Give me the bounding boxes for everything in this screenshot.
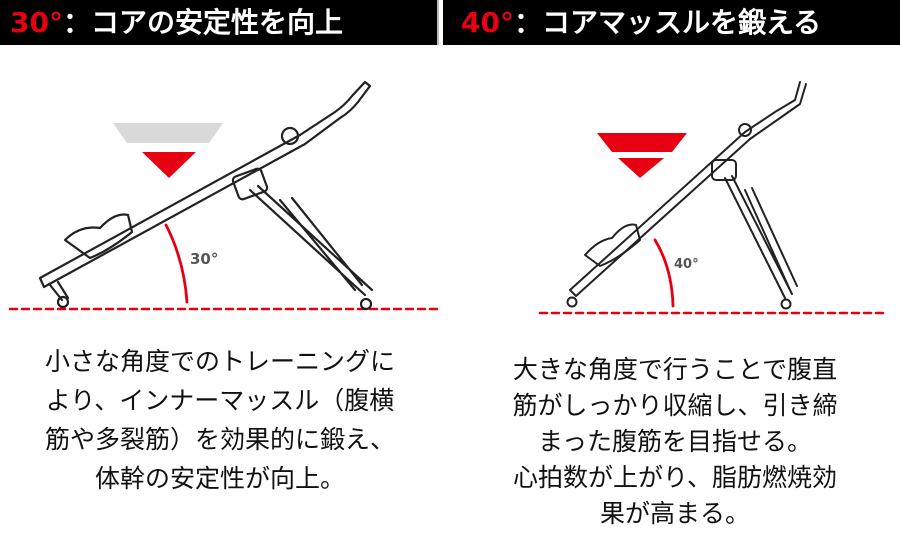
angle-label-40: 40° [674,257,699,272]
description-line: 筋がしっかり収縮し、引き締 [512,391,838,420]
knee-pad [63,213,134,260]
level-indicator-active [142,152,196,178]
description-line: まった腹筋を目指せる。 [537,427,812,456]
diagram-30 [8,80,439,311]
header-30-degree: 30°：コアの安定性を向上 [0,0,437,45]
header-divider [437,0,443,45]
description-line: 筋や多裂筋）を効果的に鍛え、 [44,425,395,454]
level-indicator-active [618,158,664,178]
rail [569,131,751,297]
angle-arc [164,223,189,304]
description-line: 心拍数が上がり、脂肪燃焼効 [512,463,837,492]
header-40-text: ：コアマッスルを鍛える [513,6,822,39]
wheel [359,297,373,311]
angle-40: 40° [461,6,514,39]
wheel [56,295,70,309]
level-indicator-active-top [597,133,687,152]
description-line: 大きな角度で行うことで腹直 [512,355,838,384]
handle [744,81,807,140]
angle-30: 30° [10,6,63,39]
description-line: 体幹の安定性が向上。 [94,464,345,493]
legs [724,175,798,299]
angle-arc [653,238,675,308]
description-40: 大きな角度で行うことで腹直 筋がしっかり収縮し、引き締 まった腹筋を目指せる。 … [450,352,900,532]
wheel [780,298,792,310]
level-indicator-inactive [113,123,223,143]
header-40-degree: 40°：コアマッスルを鍛える [443,0,900,45]
header-30-text: ：コアの安定性を向上 [62,6,343,39]
diagram-40 [538,81,887,315]
knee-pad [584,223,641,267]
wheel [566,296,578,308]
pivot [280,126,300,146]
angle-label-30: 30° [190,250,218,268]
description-line: より、インナーマッスル（腹横 [45,386,395,415]
handle [298,80,372,146]
description-line: 小さな角度でのトレーニングに [44,347,395,376]
description-line: 果が高まる。 [599,499,750,528]
legs [248,184,374,297]
bracket [711,159,737,181]
description-30: 小さな角度でのトレーニングに より、インナーマッスル（腹横 筋や多裂筋）を効果的… [0,342,440,498]
pivot [738,123,752,137]
bracket [231,167,269,201]
